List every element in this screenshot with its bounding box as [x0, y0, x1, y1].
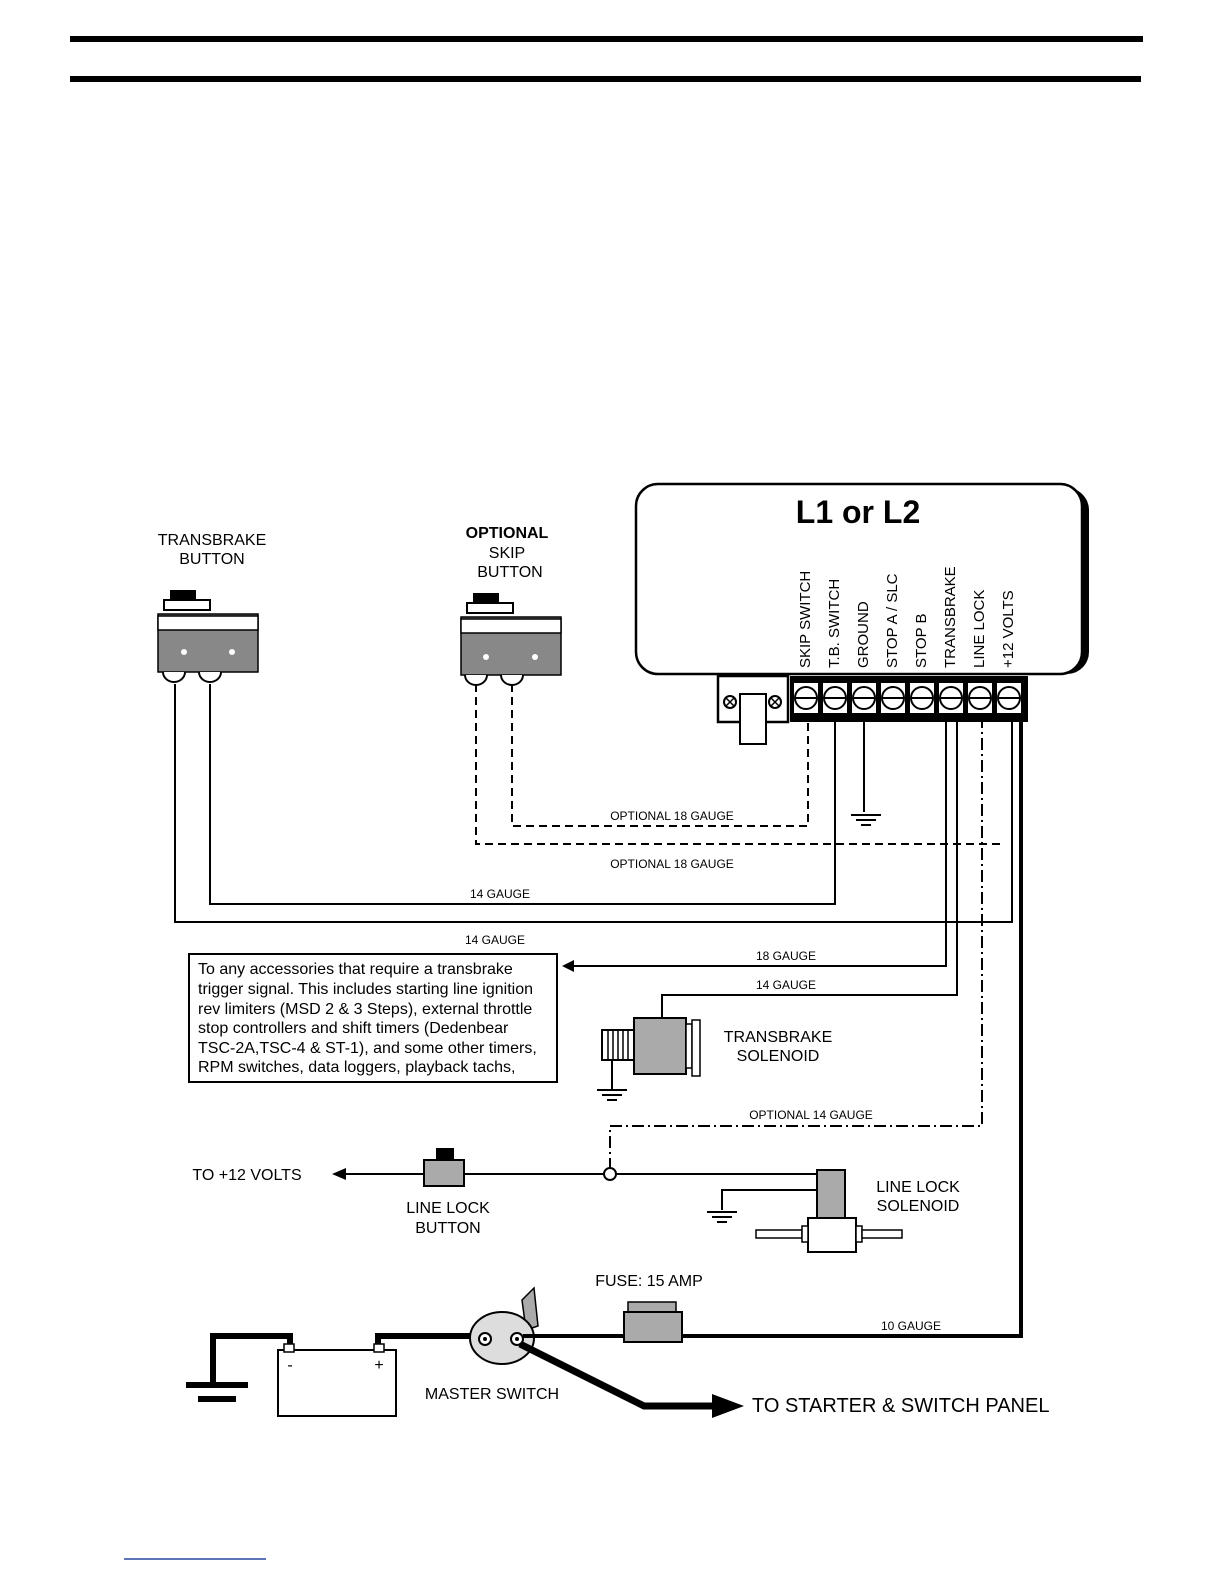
line-lock-button-label-2: BUTTON	[415, 1220, 480, 1237]
header-rule-bottom	[70, 76, 1141, 82]
wire-label-opt18-a: OPTIONAL 18 GAUGE	[610, 809, 734, 823]
accessory-note-line-5: TSC-2A,TSC-4 & ST-1), and some other tim…	[198, 1040, 537, 1057]
wire-label-14-b: 14 GAUGE	[465, 933, 525, 947]
wire-transbrake-solenoid	[661, 716, 958, 1018]
accessory-note: To any accessories that require a transb…	[188, 953, 558, 1083]
wire-label-opt18-b: OPTIONAL 18 GAUGE	[610, 857, 734, 871]
wire-label-opt14: OPTIONAL 14 GAUGE	[749, 1108, 873, 1122]
accessory-arrow	[562, 960, 574, 972]
accessory-note-line-3: rev limiters (MSD 2 & 3 Steps), external…	[198, 1001, 532, 1018]
skip-button-label-2: BUTTON	[477, 564, 542, 581]
skip-button-label-0: OPTIONAL	[466, 525, 549, 542]
terminal-strip	[716, 674, 1028, 745]
to-12-volts-label: TO +12 VOLTS	[192, 1167, 301, 1184]
wire-label-14-c: 14 GAUGE	[756, 978, 816, 992]
terminal-label-line-lock: LINE LOCK	[971, 590, 988, 668]
accessory-note-line-6: RPM switches, data loggers, playback tac…	[198, 1059, 515, 1076]
line-lock-circuit: TO +12 VOLTS LINE LOCK BUTTON LINE LOCK …	[192, 1148, 960, 1253]
battery	[277, 1349, 397, 1417]
wire-label-18: 18 GAUGE	[756, 949, 816, 963]
wire-skip-inner	[511, 684, 809, 827]
transbrake-solenoid-label-2: SOLENOID	[737, 1048, 820, 1065]
line-lock-solenoid-label-1: LINE LOCK	[876, 1179, 960, 1196]
wire-10-gauge	[683, 716, 1023, 1338]
terminal-labels: SKIP SWITCH T.B. SWITCH GROUND STOP A / …	[797, 566, 1017, 668]
terminal-label-12-volts: +12 VOLTS	[1000, 590, 1017, 668]
starter-label: TO STARTER & SWITCH PANEL	[752, 1395, 1049, 1417]
header-rule-top	[70, 36, 1143, 42]
skip-button-label-1: SKIP	[489, 545, 525, 562]
wire-skip-outer	[475, 684, 1000, 845]
wire-line-lock	[609, 716, 983, 1168]
accessory-note-line-4: stop controllers and shift timers (Deden…	[198, 1020, 509, 1037]
battery-positive: +	[374, 1357, 383, 1374]
terminal-label-skip-switch: SKIP SWITCH	[797, 571, 814, 668]
wire-label-10: 10 GAUGE	[881, 1319, 941, 1333]
battery-negative: -	[287, 1357, 292, 1374]
wire-tb-12v	[174, 684, 1013, 923]
transbrake-solenoid: TRANSBRAKE SOLENOID	[596, 1017, 832, 1101]
terminal-label-stop-a: STOP A / SLC	[884, 573, 901, 668]
terminal-label-stop-b: STOP B	[913, 614, 930, 668]
power-circuit: - + MASTER SWITCH FUSE: 15 AMP TO STARTE…	[186, 1273, 1049, 1418]
module-title: L1 or L2	[796, 494, 920, 530]
wire-tb-switch	[209, 684, 836, 905]
ground-symbol-module	[850, 814, 882, 826]
control-module: L1 or L2 SKIP SWITCH T.B. SWITCH GROUND …	[634, 482, 1089, 676]
line-lock-solenoid-label-2: SOLENOID	[877, 1198, 960, 1215]
line-lock-button-label-1: LINE LOCK	[406, 1200, 490, 1217]
fuse	[623, 1311, 683, 1343]
transbrake-solenoid-label-1: TRANSBRAKE	[724, 1029, 832, 1046]
terminal-label-ground: GROUND	[855, 601, 872, 668]
wire-label-14-a: 14 GAUGE	[470, 887, 530, 901]
terminal-label-transbrake: TRANSBRAKE	[942, 566, 959, 668]
master-switch-label: MASTER SWITCH	[425, 1386, 559, 1403]
transbrake-button-label-2: BUTTON	[179, 551, 244, 568]
wires	[174, 684, 1013, 1168]
transbrake-button-label-1: TRANSBRAKE	[158, 532, 266, 549]
transbrake-button: TRANSBRAKE BUTTON	[157, 532, 266, 683]
wire-accessory	[568, 716, 947, 967]
accessory-note-line-2: trigger signal. This includes starting l…	[198, 981, 533, 998]
terminal-label-tb-switch: T.B. SWITCH	[826, 579, 843, 668]
skip-button: OPTIONAL SKIP BUTTON	[460, 525, 562, 686]
fuse-label: FUSE: 15 AMP	[595, 1273, 703, 1290]
accessory-note-line-1: To any accessories that require a transb…	[198, 961, 513, 978]
